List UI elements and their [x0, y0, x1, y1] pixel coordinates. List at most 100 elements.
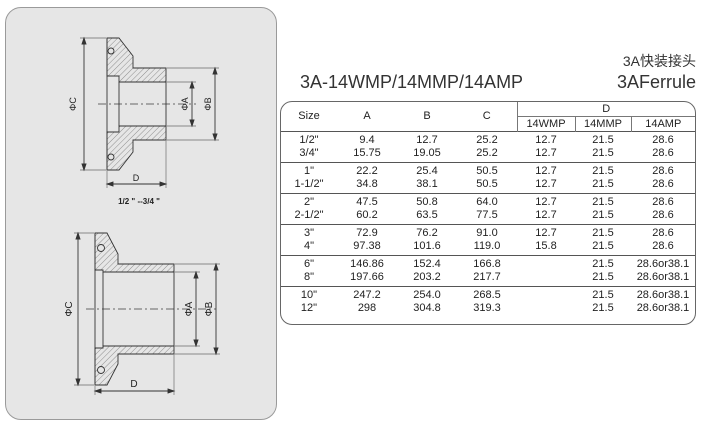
table-value: 77.5 [476, 209, 498, 221]
table-value: 6" [303, 258, 315, 270]
dimension-table-grid: Size A B C D 14WMP 14MMP 14AMP 1/2"3/4"9… [281, 102, 695, 317]
table-value: 76.2 [416, 227, 438, 239]
table-value: 21.5 [592, 240, 614, 252]
header-size: Size [298, 110, 320, 122]
table-value: 12.7 [535, 196, 557, 208]
top-ferrule-drawing [80, 36, 219, 188]
table-cell-size: 2"2-1/2" [281, 193, 337, 225]
top-dim-c-label: ΦC [68, 97, 78, 111]
header-d-14mmp: 14MMP [574, 116, 631, 132]
table-value: 12.7 [535, 134, 557, 146]
top-dim-b-label: ΦB [203, 97, 213, 110]
table-value: 101.6 [413, 240, 441, 252]
table-cell-wmp [517, 286, 575, 317]
table-value: 119.0 [473, 240, 501, 252]
table-value: 60.2 [356, 209, 378, 221]
top-dim-a-label: ΦA [180, 97, 190, 110]
table-value: 203.2 [413, 271, 441, 283]
table-value: 50.8 [416, 196, 438, 208]
table-value: 28.6 [652, 209, 674, 221]
table-value: 298 [357, 302, 377, 314]
header-a: A [363, 110, 371, 122]
table-value: 22.2 [356, 165, 378, 177]
table-value: 21.5 [592, 227, 614, 239]
table-value: 319.3 [473, 302, 501, 314]
table-value: 72.9 [356, 227, 378, 239]
table-value: 21.5 [592, 178, 614, 190]
table-value: 12.7 [535, 165, 557, 177]
table-value: 28.6or38.1 [636, 302, 690, 314]
table-value: 21.5 [592, 289, 614, 301]
table-value: 12" [300, 302, 318, 314]
table-value: 12.7 [416, 134, 438, 146]
table-value: 28.6 [652, 196, 674, 208]
table-cell-size: 6"8" [281, 255, 337, 287]
table-value: 1-1/2" [294, 178, 324, 190]
bottom-dim-a-label: ΦA [184, 301, 195, 316]
table-value: 21.5 [592, 271, 614, 283]
table-value: 8" [303, 271, 315, 283]
top-size-caption: 1/2 " --3/4 " [118, 197, 160, 206]
table-value: 2-1/2" [294, 209, 324, 221]
table-value: 28.6 [652, 134, 674, 146]
table-cell-size: 1"1-1/2" [281, 162, 337, 194]
table-value: 254.0 [413, 289, 441, 301]
ferrule-drawings: ΦC ΦA ΦB D 1/2 " --3/4 " [64, 36, 220, 395]
table-cell-size: 10"12" [281, 286, 337, 317]
bottom-dim-d-label: D [130, 379, 137, 390]
header-d: D [516, 102, 695, 117]
table-value: 25.2 [476, 147, 498, 159]
table-value: 34.8 [356, 178, 378, 190]
table-value: 12.7 [535, 178, 557, 190]
table-value: 19.05 [413, 147, 441, 159]
top-dim-d-label: D [133, 173, 140, 183]
table-value: 28.6 [652, 147, 674, 159]
table-value: 25.2 [476, 134, 498, 146]
table-value: 12.7 [535, 227, 557, 239]
table-value: 21.5 [592, 302, 614, 314]
header-d-14wmp: 14WMP [516, 116, 575, 132]
table-value: 1" [303, 165, 315, 177]
table-value: 28.6or38.1 [636, 289, 690, 301]
header-c: C [482, 110, 491, 122]
table-value: 10" [300, 289, 318, 301]
table-value: 268.5 [473, 289, 501, 301]
table-value: 21.5 [592, 147, 614, 159]
table-value: 63.5 [416, 209, 438, 221]
bottom-ferrule-drawing [74, 231, 220, 395]
table-value: 47.5 [356, 196, 378, 208]
table-value: 166.8 [473, 258, 501, 270]
table-value: 97.38 [353, 240, 381, 252]
table-value: 197.66 [350, 271, 384, 283]
table-value: 91.0 [476, 227, 498, 239]
table-value: 21.5 [592, 134, 614, 146]
table-value: 64.0 [476, 196, 498, 208]
header-b: B [423, 110, 431, 122]
table-cell-wmp [517, 255, 575, 287]
